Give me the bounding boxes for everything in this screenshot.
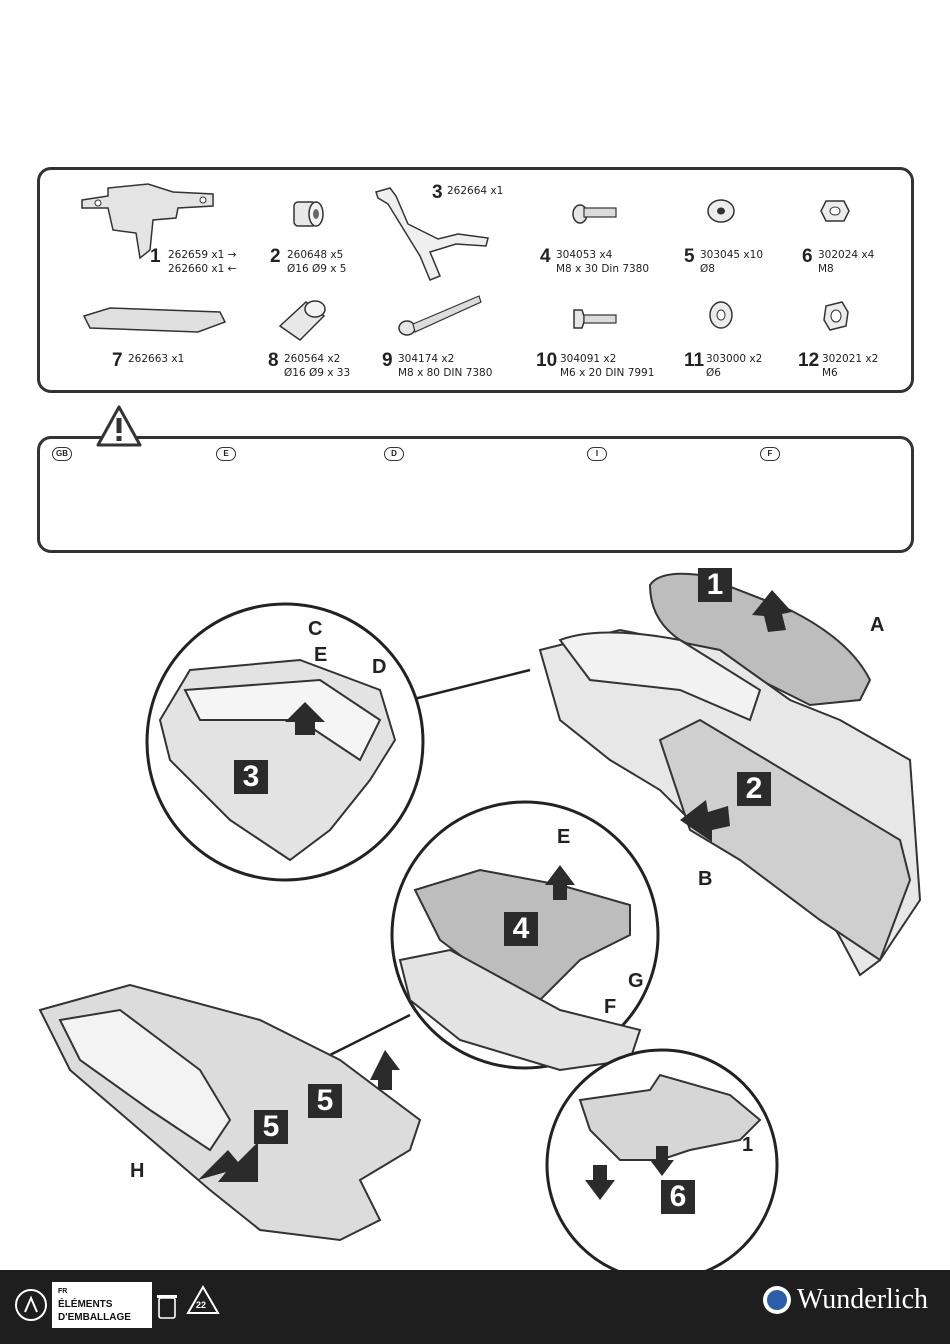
part-code-line: 260564 x2 [284, 353, 341, 365]
brand-logo: Wunderlich [762, 1284, 928, 1316]
part-number: 11 [684, 350, 705, 371]
wunderlich-emblem-icon [762, 1286, 791, 1314]
footer-bar: FR ÉLÉMENTS D'EMBALLAGE 22 Wunderlich [0, 1270, 950, 1344]
callout-label: E [314, 644, 328, 666]
part-code-line: M8 [818, 263, 834, 275]
part-number: 6 [802, 246, 813, 267]
part-code-line: Ø6 [706, 367, 721, 379]
part-code-line: 262660 x1 ← [168, 263, 237, 275]
part-6-nut-drawing [820, 200, 850, 222]
language-badge-f: F [760, 447, 780, 461]
step-badge: 2 [737, 772, 771, 806]
part-number: 9 [382, 350, 393, 371]
recycle-code: 22 [196, 1300, 207, 1310]
part-number: 5 [684, 246, 695, 267]
callout-label: H [130, 1160, 145, 1182]
part-code-line: 304174 x2 [398, 353, 455, 365]
language-badge-d: D [384, 447, 404, 461]
part-code-line: M8 x 30 Din 7380 [556, 263, 650, 275]
part-2-spacer-drawing [293, 201, 324, 227]
callout-label: C [308, 618, 323, 640]
part-code-line: Ø8 [700, 263, 715, 275]
part-4-bolt-drawing [572, 204, 617, 224]
installation-illustration [38, 572, 922, 1270]
part-8-long-spacer-drawing [278, 300, 326, 341]
part-7-plate-drawing [82, 307, 227, 333]
callout-label: G [628, 970, 644, 992]
part-3-rail-drawing [375, 187, 489, 281]
part-code-line: 303000 x2 [706, 353, 763, 365]
callout-label: B [698, 868, 713, 890]
part-number: 10 [536, 350, 558, 371]
part-number: 12 [798, 350, 820, 371]
part-number: 3 [432, 182, 443, 203]
bin-icon [157, 1295, 177, 1319]
part-number: 1 [150, 246, 161, 267]
step-badge: 3 [234, 760, 268, 794]
callout-label: 1 [742, 1134, 754, 1156]
part-code-line: 304053 x4 [556, 249, 613, 261]
part-code-line: 303045 x10 [700, 249, 763, 261]
part-code-line: M6 x 20 DIN 7991 [560, 367, 655, 379]
step-badge: 4 [504, 912, 538, 946]
recycle-line-1: ÉLÉMENTS [58, 1299, 113, 1310]
part-number: 4 [540, 246, 551, 267]
part-5-washer-drawing [707, 199, 735, 223]
part-code-line: 304091 x2 [560, 353, 617, 365]
part-10-bolt-drawing [573, 309, 617, 329]
part-1-bracket-drawing [81, 183, 214, 260]
part-code-line: M8 x 80 DIN 7380 [398, 367, 493, 379]
part-code-line: 302021 x2 [822, 353, 879, 365]
part-number: 2 [270, 246, 281, 267]
step-badge: 5 [254, 1110, 288, 1144]
callout-label: E [557, 826, 571, 848]
part-code-line: Ø16 Ø9 x 5 [287, 263, 347, 275]
callout-label: F [604, 996, 617, 1018]
recycle-country: FR [58, 1288, 68, 1295]
part-11-washer-drawing [709, 301, 733, 329]
part-number: 7 [112, 350, 123, 371]
recycle-triangle-icon [186, 1284, 220, 1314]
part-code-line: 262663 x1 [128, 353, 185, 365]
part-number: 8 [268, 350, 279, 371]
part-code-line: 260648 x5 [287, 249, 344, 261]
motorcycle-rear-drawing [538, 572, 922, 977]
parts-list-panel: 1 262659 x1 → 262660 x1 ← 2 260648 x5 Ø1… [37, 167, 914, 393]
brand-name: Wunderlich [796, 1284, 928, 1315]
part-code-line: 262664 x1 [447, 185, 504, 197]
part-code-line: 302024 x4 [818, 249, 875, 261]
recycle-line-2: D'EMBALLAGE [58, 1312, 131, 1323]
warning-triangle-icon [96, 405, 142, 447]
part-code-line: Ø16 Ø9 x 33 [284, 367, 351, 379]
part-code-line: M6 [822, 367, 838, 379]
warning-panel [37, 436, 914, 553]
part-12-nut-drawing [823, 301, 849, 331]
triman-logo-icon [15, 1289, 47, 1321]
recycling-label: FR ÉLÉMENTS D'EMBALLAGE [52, 1282, 152, 1328]
step-badge: 6 [661, 1180, 695, 1214]
part-code-line: 262659 x1 → [168, 249, 237, 261]
callout-label: D [372, 656, 387, 678]
step-badge: 5 [308, 1084, 342, 1118]
part-9-long-bolt-drawing [398, 295, 482, 336]
language-badge-i: I [587, 447, 607, 461]
callout-label: A [870, 614, 885, 636]
language-badge-e: E [216, 447, 236, 461]
step-badge: 1 [698, 568, 732, 602]
language-badge-gb: GB [52, 447, 72, 461]
